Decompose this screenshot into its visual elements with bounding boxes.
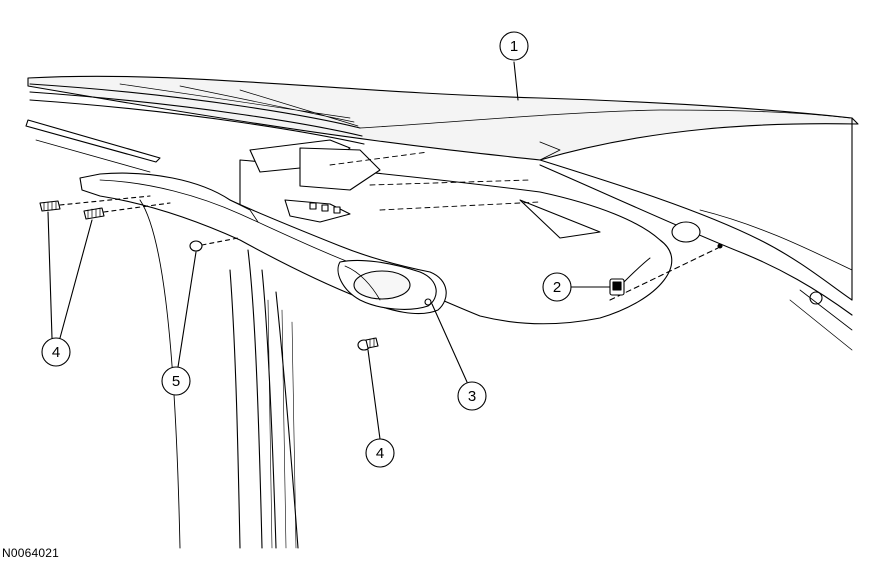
callout-2-label: 2 [553, 279, 561, 296]
overhead-console [79, 139, 447, 315]
callout-4-lower-label: 4 [376, 445, 384, 462]
callout-4-lower: 4 [365, 349, 395, 468]
callout-3: 3 [431, 303, 487, 411]
callout-1-label: 1 [510, 38, 518, 55]
callout-1: 1 [499, 31, 529, 101]
screw-fastener-pair [39, 195, 171, 220]
roof-panel [27, 75, 859, 161]
left-trim-strip [25, 119, 161, 173]
alignment-guides [329, 151, 541, 211]
screw-fastener-lower [357, 337, 379, 351]
right-body-edge [539, 117, 853, 351]
callout-2: 2 [542, 272, 611, 302]
callout-5: 5 [161, 251, 197, 396]
figure-id: N0064021 [2, 546, 59, 560]
callout-4-left-label: 4 [52, 344, 60, 361]
a-pillar [139, 199, 299, 549]
callout-5-label: 5 [172, 373, 180, 390]
callout-4-left: 4 [41, 211, 93, 367]
push-pin-fastener [189, 237, 239, 252]
callout-3-label: 3 [468, 388, 476, 405]
